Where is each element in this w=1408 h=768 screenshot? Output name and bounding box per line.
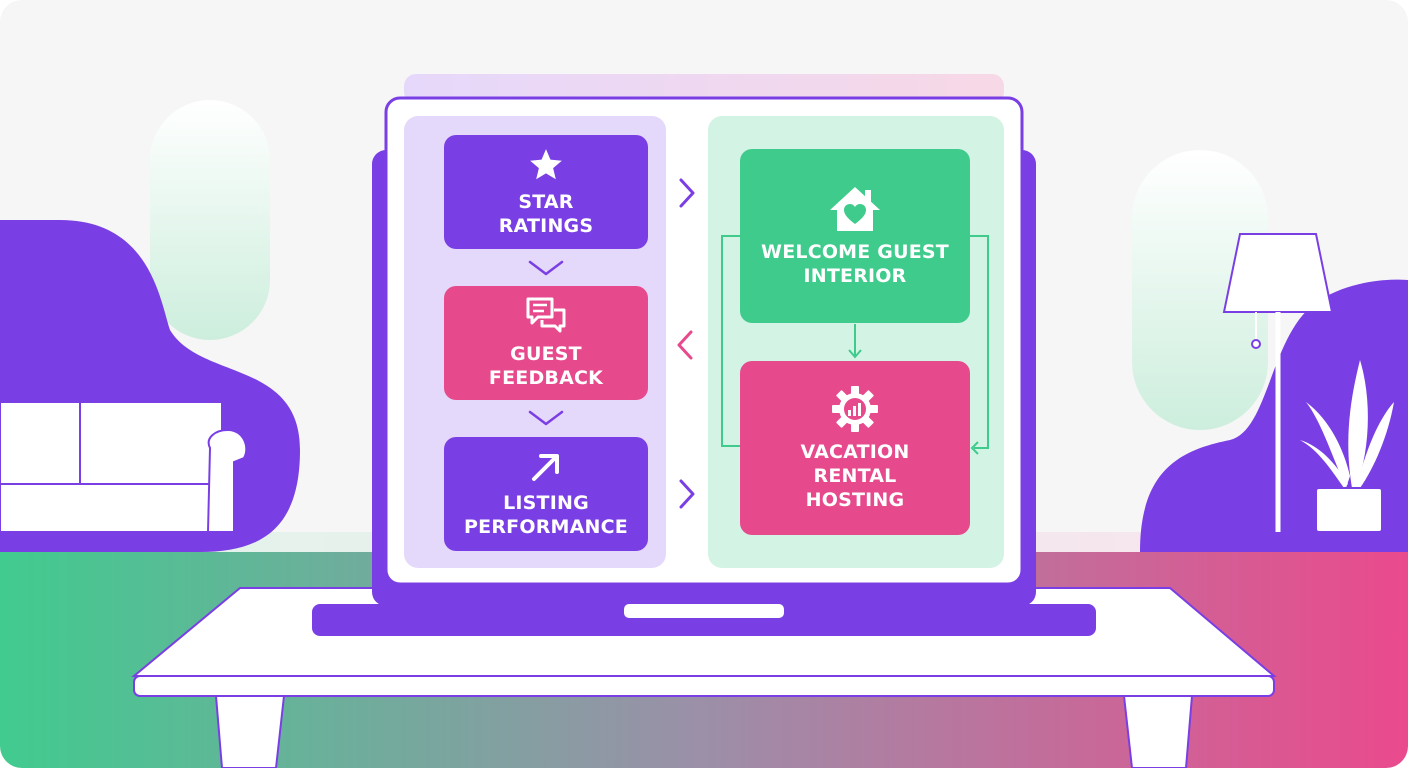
wall-pill-right [1132,150,1268,430]
star-ratings-card[interactable]: STAR RATINGS [444,135,648,249]
card-label: STAR RATINGS [498,191,594,237]
sofa-icon [0,401,248,551]
card-label: LISTING PERFORMANCE [464,492,628,538]
card-label: VACATION RENTAL HOSTING [800,441,910,511]
connector-chevron-right-1 [679,178,695,208]
wall-pill-left [150,100,270,340]
connector-chevron-left [677,330,693,360]
listing-performance-card[interactable]: LISTING PERFORMANCE [444,437,648,551]
chat-bubbles-icon [526,297,566,333]
floor-lamp-icon [1222,233,1334,532]
gear-chart-icon [832,386,878,432]
connector-chevron-right-2 [679,479,695,509]
card-label: GUEST FEEDBACK [488,343,604,389]
guest-feedback-card[interactable]: GUEST FEEDBACK [444,286,648,400]
purple-blob-right [1140,279,1408,552]
right-column-loop [721,235,989,455]
card-label: WELCOME GUEST INTERIOR [761,241,949,287]
flow-down-chevron-1 [528,260,564,276]
flow-down-chevron-2 [528,410,564,426]
welcome-guest-interior-card[interactable]: WELCOME GUEST INTERIOR [740,149,970,323]
arrow-up-right-icon [532,454,559,481]
star-icon [530,149,562,180]
house-heart-icon [830,187,880,231]
potted-plant-icon [1300,360,1394,533]
vacation-rental-hosting-card[interactable]: VACATION RENTAL HOSTING [740,361,970,535]
